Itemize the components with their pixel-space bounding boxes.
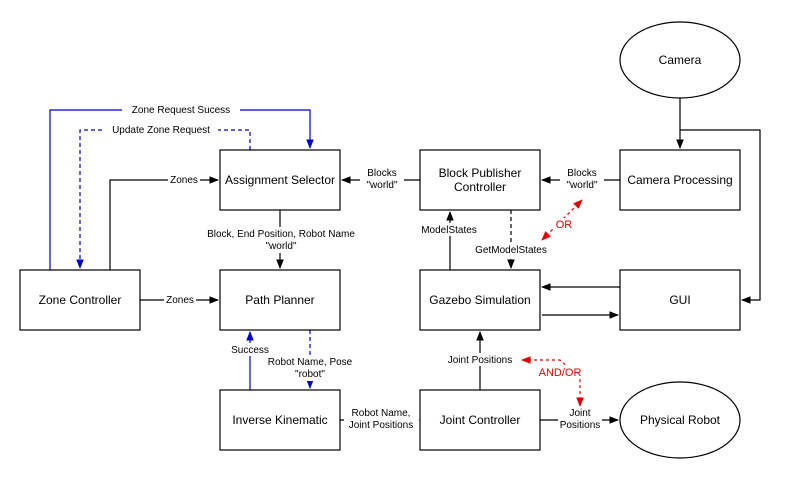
node-physical-robot[interactable]: Physical Robot xyxy=(619,381,741,459)
label-robot-name-joint-2: Joint Positions xyxy=(349,420,413,431)
label-zone-request-success: Zone Request Sucess xyxy=(132,105,230,116)
node-gui-label: GUI xyxy=(669,293,690,307)
node-zone-controller[interactable]: Zone Controller xyxy=(19,269,141,331)
label-success: Success xyxy=(231,345,269,356)
node-joint-controller-label: Joint Controller xyxy=(440,413,521,427)
label-or: OR xyxy=(556,219,573,231)
label-model-states: ModelStates xyxy=(421,225,477,236)
node-block-publisher-label-2: Controller xyxy=(454,180,506,194)
label-block-end-robot-2: "world" xyxy=(266,241,297,252)
label-robot-name-joint-1: Robot Name, xyxy=(352,408,411,419)
label-robot-name-pose-1: Robot Name, Pose xyxy=(268,357,353,368)
node-camera-label: Camera xyxy=(659,53,702,67)
node-assignment-selector[interactable]: Assignment Selector xyxy=(219,149,341,211)
edge-and-or xyxy=(521,356,584,407)
node-gazebo-simulation-label: Gazebo Simulation xyxy=(429,293,530,307)
node-path-planner-label: Path Planner xyxy=(245,293,314,307)
node-gazebo-simulation[interactable]: Gazebo Simulation xyxy=(419,269,541,331)
label-joint-positions-robot-1: Joint xyxy=(569,408,590,419)
node-block-publisher[interactable]: Block Publisher Controller xyxy=(419,149,541,211)
node-gui[interactable]: GUI xyxy=(619,269,741,331)
label-joint-positions-up: Joint Positions xyxy=(448,355,512,366)
node-camera-processing[interactable]: Camera Processing xyxy=(619,149,741,211)
node-block-publisher-label-1: Block Publisher xyxy=(439,166,522,180)
node-inverse-kinematic-label: Inverse Kinematic xyxy=(232,413,327,427)
label-zones-to-planner: Zones xyxy=(166,295,194,306)
label-robot-name-pose-2: "robot" xyxy=(295,369,325,380)
label-joint-positions-robot-2: Positions xyxy=(560,420,601,431)
label-zones-to-selector: Zones xyxy=(170,175,198,186)
edge-zones-to-selector xyxy=(109,176,219,270)
label-blocks-world-selector-2: "world" xyxy=(367,180,398,191)
label-block-end-robot-1: Block, End Position, Robot Name xyxy=(207,229,355,240)
node-path-planner[interactable]: Path Planner xyxy=(219,269,341,331)
node-inverse-kinematic[interactable]: Inverse Kinematic xyxy=(219,389,341,451)
label-and-or: AND/OR xyxy=(539,367,582,379)
label-blocks-world-publisher-2: "world" xyxy=(567,180,598,191)
label-get-model-states: GetModelStates xyxy=(475,245,547,256)
node-joint-controller[interactable]: Joint Controller xyxy=(419,389,541,451)
node-physical-robot-label: Physical Robot xyxy=(640,413,721,427)
node-zone-controller-label: Zone Controller xyxy=(39,293,122,307)
node-assignment-selector-label: Assignment Selector xyxy=(225,173,335,187)
node-camera-processing-label: Camera Processing xyxy=(627,173,732,187)
node-camera[interactable]: Camera xyxy=(619,21,741,99)
label-blocks-world-publisher-1: Blocks xyxy=(567,168,596,179)
label-update-zone-request: Update Zone Request xyxy=(112,125,210,136)
edge-camera-to-gui xyxy=(680,129,761,304)
label-blocks-world-selector-1: Blocks xyxy=(367,168,396,179)
